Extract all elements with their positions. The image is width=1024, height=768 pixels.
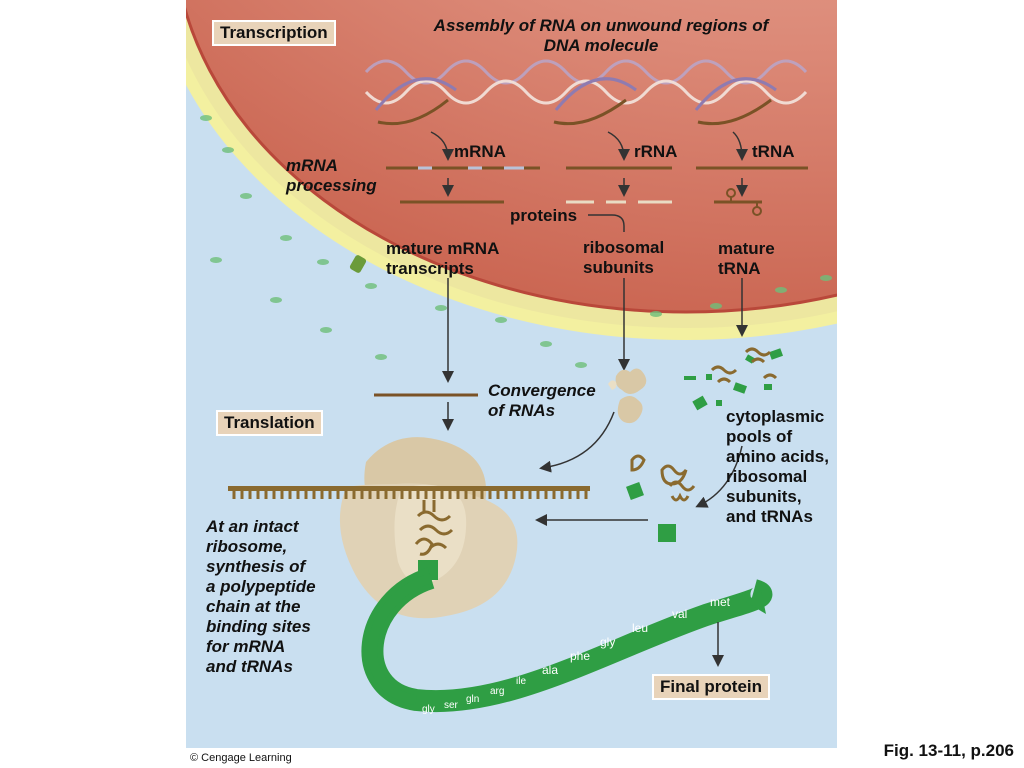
assembly-label: Assembly of RNA on unwound regions of DN…: [433, 16, 769, 55]
mature-trna-label: mature tRNA: [718, 239, 775, 278]
amino-acid-label: gly: [422, 704, 435, 715]
amino-acid-label: ser: [444, 700, 459, 711]
ribosomal-subunits-label: ribosomal subunits: [583, 238, 665, 277]
transcription-arrows: [430, 131, 748, 161]
dna-helix: [364, 59, 808, 111]
convergence-label: Convergence of RNAs: [488, 381, 596, 420]
trna-pool: [710, 347, 778, 384]
bound-trna: [414, 500, 454, 556]
amino-acid-label: phe: [570, 649, 590, 663]
trna-label: tRNA: [752, 142, 795, 161]
translation-box: Translation: [216, 410, 323, 436]
membrane-pores: [200, 115, 832, 368]
amino-acid-label: val: [672, 607, 687, 621]
amino-acid-label: ala: [542, 663, 558, 677]
amino-acid-pool: [684, 348, 784, 411]
nucleus: [186, 0, 837, 312]
cytoplasmic-pools-label: cytoplasmic pools of amino acids, riboso…: [726, 407, 829, 526]
mature-mrna-label: mature mRNA transcripts: [386, 239, 500, 278]
intact-ribosome-label: At an intact ribosome, synthesis of a po…: [206, 517, 316, 676]
amino-acid-label: gln: [466, 694, 479, 705]
trna-loops: [726, 188, 762, 216]
rrna-label: rRNA: [634, 142, 678, 161]
pool-arrows: [535, 411, 743, 526]
proteins-connector: [588, 214, 625, 232]
processing-arrows: [442, 178, 748, 431]
amino-acid-label: met: [710, 595, 731, 609]
nuclear-pore: [349, 255, 367, 273]
figure-caption: Fig. 13-11, p.206: [883, 741, 1014, 760]
ribosome-mrna: [228, 486, 590, 499]
rna-strands: [386, 166, 808, 204]
amino-acid-label: leu: [632, 621, 648, 635]
final-protein-box: Final protein: [652, 674, 770, 700]
mrna-label: mRNA: [454, 142, 506, 161]
diagram-canvas: gly ser gln arg ile ala phe gly leu val …: [186, 0, 837, 748]
figure-panel: gly ser gln arg ile ala phe gly leu val …: [186, 0, 837, 748]
nascent-rna: [377, 98, 772, 126]
transcription-box: Transcription: [212, 20, 336, 46]
copyright-notice: © Cengage Learning: [190, 752, 292, 764]
amino-acid-label: arg: [490, 686, 504, 697]
incoming-trna: [626, 454, 696, 542]
ribosomal-subunit-pool: [608, 368, 647, 424]
amino-acid-label: ile: [516, 676, 526, 687]
proteins-label: proteins: [510, 206, 578, 225]
amino-acid-label: gly: [600, 635, 615, 649]
mrna-processing-label: mRNA processing: [286, 156, 377, 195]
